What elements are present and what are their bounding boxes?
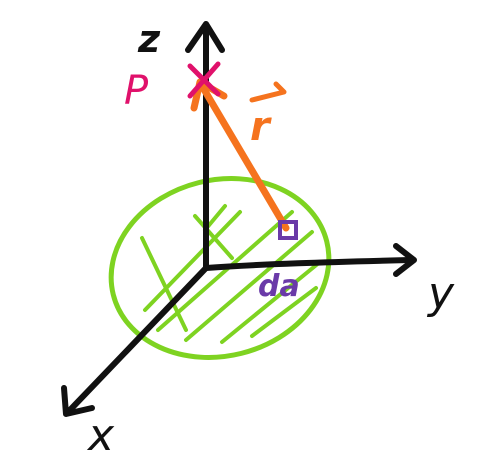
point-marker xyxy=(187,61,221,99)
vector-label: r xyxy=(250,104,272,150)
axes xyxy=(61,21,417,417)
vector-label-arrow-mark xyxy=(249,81,287,103)
vector-shaft xyxy=(198,82,290,232)
y-axis-label: y xyxy=(426,268,455,319)
y-axis-line xyxy=(203,257,413,271)
disk-outline xyxy=(108,176,332,360)
disk-hatching xyxy=(140,204,322,344)
z-axis-label: z xyxy=(137,17,161,61)
x-axis-label: x xyxy=(86,410,115,461)
area-element-square xyxy=(278,220,298,240)
y-axis-arrowhead xyxy=(393,243,417,277)
x-axis-arrowhead xyxy=(61,385,95,417)
area-element xyxy=(278,220,298,240)
element-label: da xyxy=(258,269,300,304)
x-axis-line xyxy=(67,265,209,413)
z-axis-arrowhead xyxy=(185,21,225,53)
disk xyxy=(108,176,332,360)
point-label: P xyxy=(124,68,149,114)
